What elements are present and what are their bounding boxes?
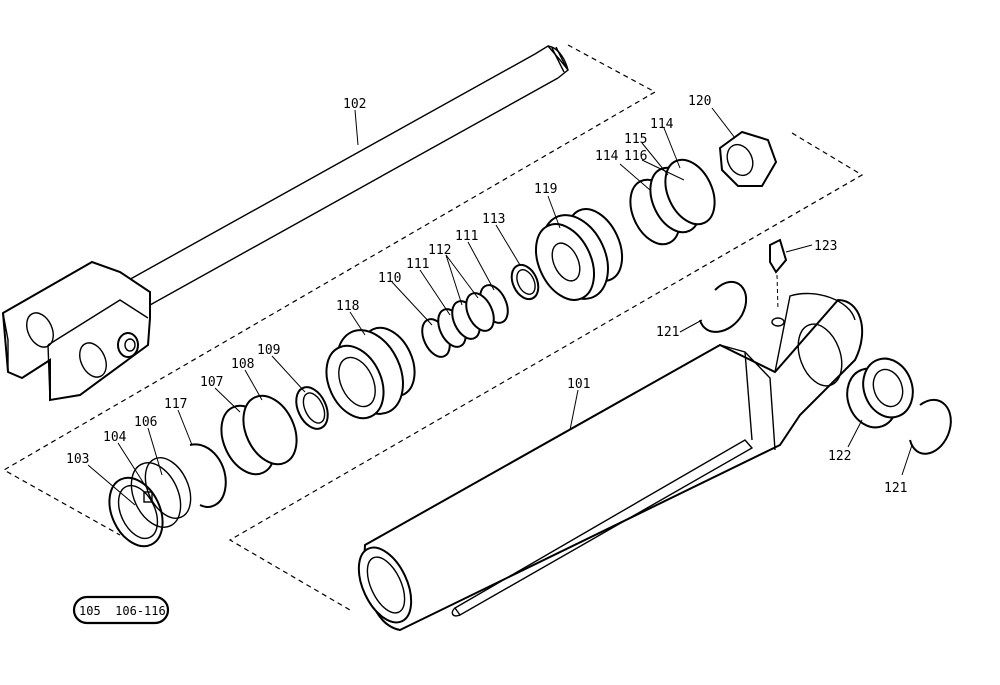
callout-123: 123 (814, 239, 837, 254)
callout-111-right: 111 (455, 229, 478, 244)
assembly-outline-lower (228, 132, 864, 611)
part-108-seal (242, 394, 298, 466)
part-106-ring (144, 457, 192, 519)
part-121-circlip-lower (909, 398, 952, 455)
leader-lines (87, 107, 913, 506)
part-121-circlip-upper (699, 280, 748, 333)
callout-118: 118 (336, 299, 359, 314)
callout-115: 115 (624, 132, 647, 147)
callout-107: 107 (200, 375, 223, 390)
callout-110: 110 (378, 271, 401, 286)
callout-104: 104 (103, 430, 127, 445)
callout-109: 109 (257, 343, 280, 358)
callout-102: 102 (343, 97, 366, 112)
callout-101: 101 (567, 377, 590, 392)
piston-rod (1, 45, 569, 402)
callout-121-lower: 121 (884, 481, 907, 496)
callout-113: 113 (482, 212, 505, 227)
callout-112: 112 (428, 243, 451, 258)
callout-116: 116 (624, 149, 647, 164)
part-113-o-ring (510, 263, 540, 301)
assembly-outline-upper (2, 44, 657, 536)
kit-label: 105 106-116 (79, 604, 166, 618)
part-119-piston (534, 208, 624, 301)
part-112-ring (451, 292, 495, 340)
callout-114-left: 114 (595, 149, 619, 164)
part-123-grease-nipple (769, 238, 788, 311)
callout-108: 108 (231, 357, 254, 372)
callout-103: 103 (66, 452, 89, 467)
part-117-snap-ring (189, 443, 227, 508)
part-120-nut (718, 130, 778, 187)
part-104-ring (130, 462, 182, 528)
callout-117: 117 (164, 397, 187, 412)
part-122-bushing (846, 357, 914, 429)
callout-106: 106 (134, 415, 157, 430)
part-109-ring (295, 386, 329, 430)
callout-121-upper: 121 (656, 325, 679, 340)
callout-114-right: 114 (650, 117, 674, 132)
callout-122: 122 (828, 449, 851, 464)
callout-111-left: 111 (406, 257, 429, 272)
callout-120: 120 (688, 94, 711, 109)
cylinder-barrel (357, 292, 864, 632)
part-118-rod-guide (325, 326, 416, 420)
callout-labels: 102 101 103 104 106 117 107 108 109 118 … (66, 94, 907, 496)
kit-label-box: 105 106-116 (72, 595, 170, 625)
callout-119: 119 (534, 182, 557, 197)
